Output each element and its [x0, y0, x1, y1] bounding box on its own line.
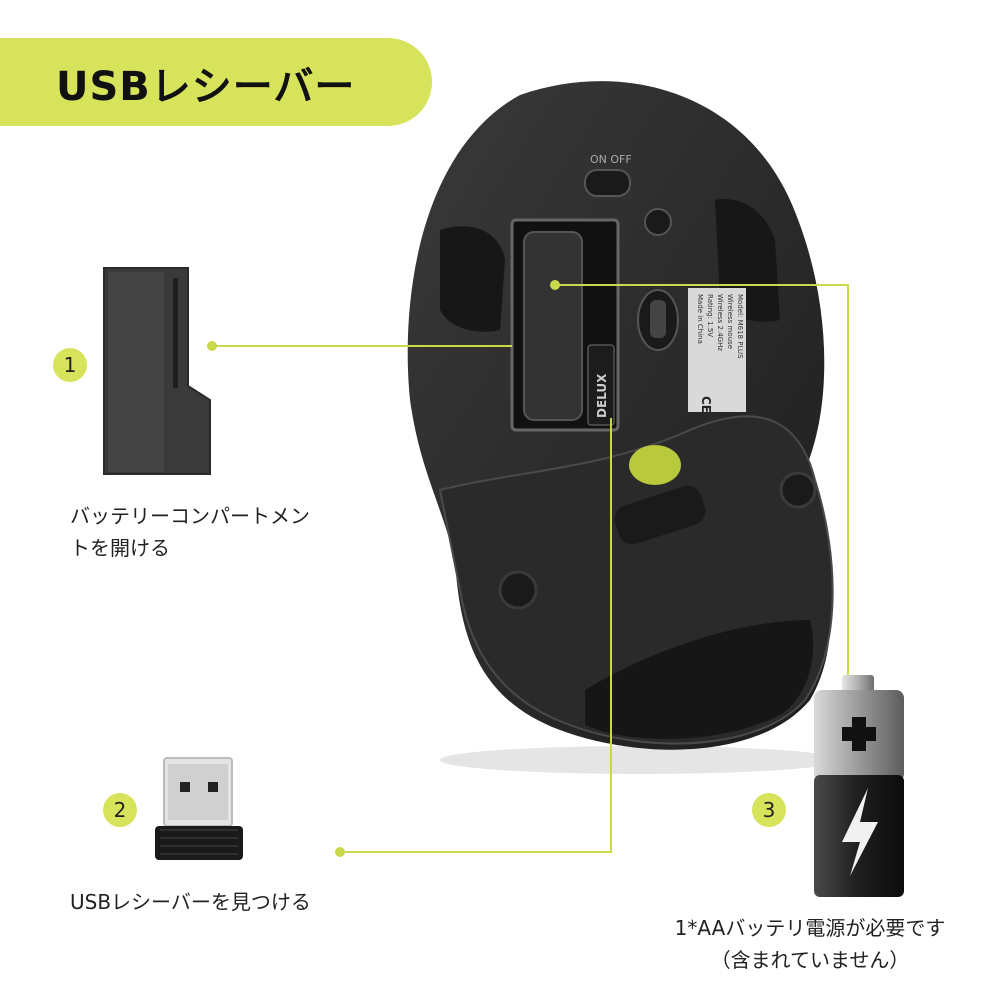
product-label: Model: M618 PLUS Wireless mouse Wireless… — [688, 288, 746, 413]
battery-cover-part — [103, 267, 211, 475]
step-1-caption-line1: バッテリーコンパートメン — [70, 504, 310, 528]
title-banner — [0, 38, 432, 126]
step-3-badge: 3 — [752, 793, 786, 827]
usb-receiver — [155, 757, 243, 860]
switch-label: ON OFF — [590, 153, 632, 166]
receiver-brand: DELUX — [595, 373, 609, 418]
battery-compartment — [510, 218, 620, 432]
svg-text:Wireless mouse: Wireless mouse — [726, 294, 734, 349]
svg-text:CE: CE — [699, 396, 713, 413]
step-1-caption-line2: トを開ける — [70, 536, 170, 560]
step-1-caption: バッテリーコンパートメン トを開ける — [70, 500, 310, 564]
step-3-caption-line1: 1*AAバッテリ電源が必要です — [674, 916, 946, 940]
step-3-caption: 1*AAバッテリ電源が必要です （含まれていません） — [640, 912, 980, 976]
svg-text:Rating: 1.5V: Rating: 1.5V — [706, 294, 714, 337]
step-1-badge: 1 — [53, 348, 87, 382]
step-2-badge: 2 — [103, 793, 137, 827]
page-title: USBレシーバー — [56, 64, 356, 110]
svg-text:Made in China: Made in China — [696, 294, 704, 344]
battery-icon — [814, 675, 904, 897]
svg-text:Wireless 2.4GHz: Wireless 2.4GHz — [716, 294, 724, 351]
mouse-body — [407, 81, 834, 750]
lightning-bolt-icon — [842, 788, 878, 876]
mouse-shadow — [440, 746, 840, 774]
step-2-caption-line1: USBレシーバーを見つける — [70, 890, 311, 914]
connector-lines — [207, 280, 849, 857]
step-3-caption-line2: （含まれていません） — [710, 948, 910, 972]
step-2-caption: USBレシーバーを見つける — [70, 886, 311, 918]
svg-text:Model: M618 PLUS: Model: M618 PLUS — [736, 294, 744, 359]
